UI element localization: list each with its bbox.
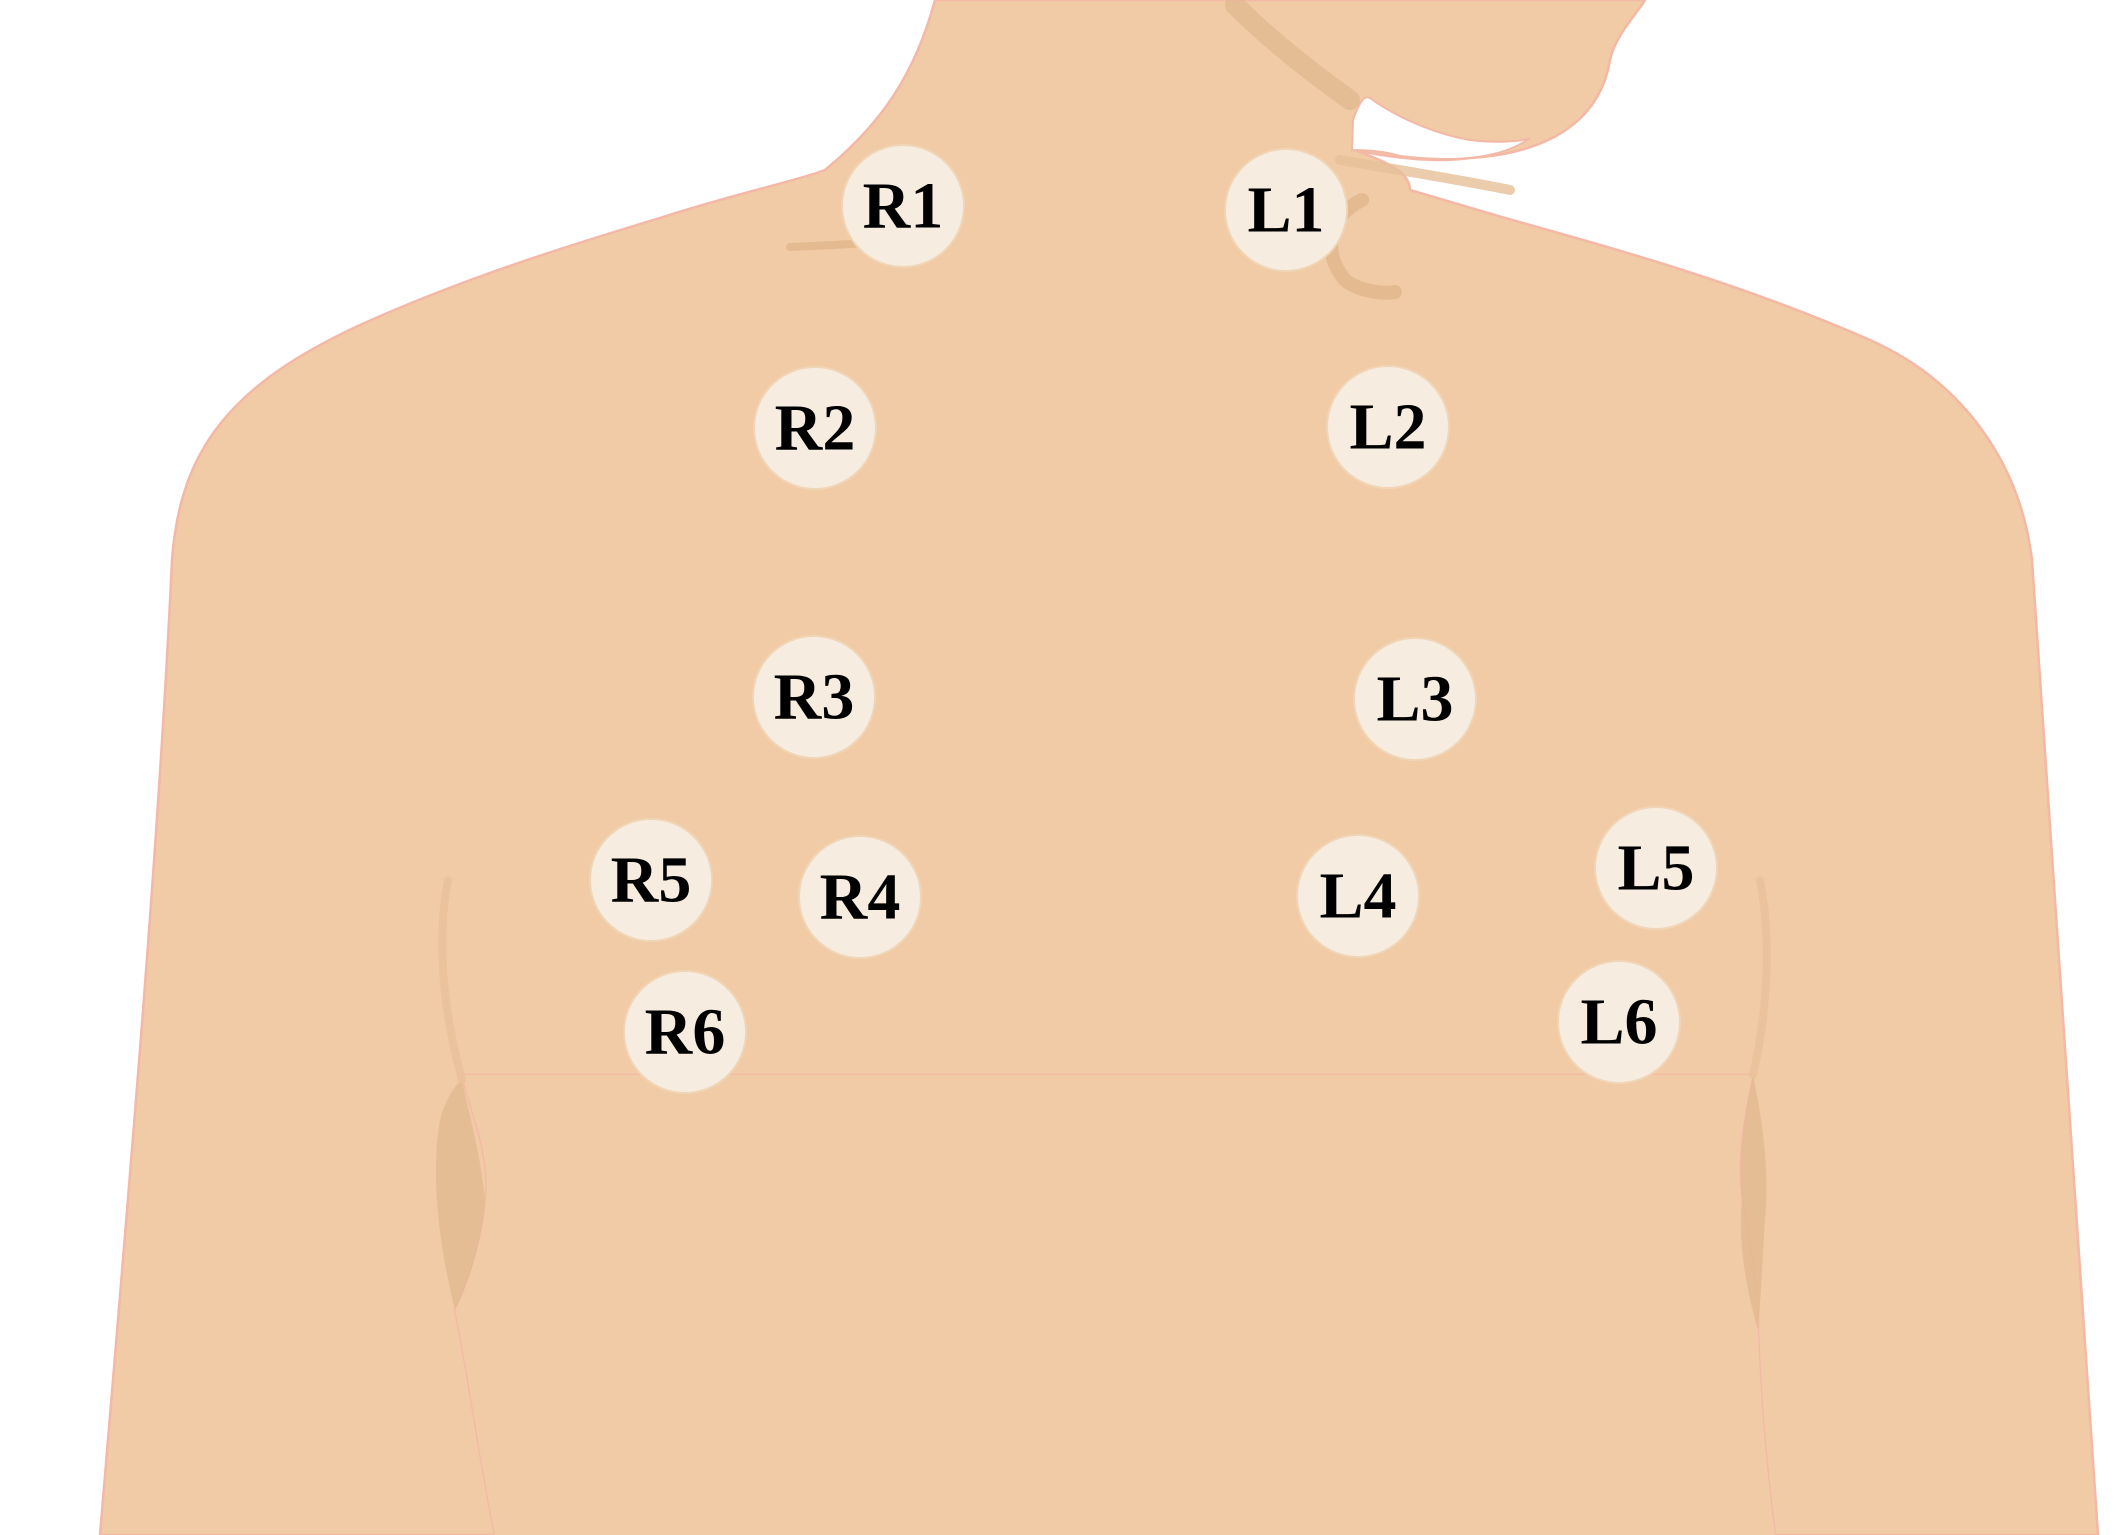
electrode-L2: L2 xyxy=(1326,365,1450,489)
electrode-circle xyxy=(589,818,713,942)
chin-gap xyxy=(1350,96,1531,160)
electrode-label: L4 xyxy=(1319,860,1396,933)
left-armpit-shadow xyxy=(1740,1075,1767,1330)
electrode-circle xyxy=(798,835,922,959)
electrode-circle xyxy=(1326,365,1450,489)
electrode-circle xyxy=(1557,960,1681,1084)
electrode-label: R3 xyxy=(774,661,855,734)
electrode-label: R6 xyxy=(645,996,726,1069)
electrode-R6: R6 xyxy=(623,970,747,1094)
electrode-R2: R2 xyxy=(753,366,877,490)
electrode-circle xyxy=(753,366,877,490)
right-armpit-shadow xyxy=(435,1080,485,1310)
left-side-crease xyxy=(1749,876,1771,1079)
right-side-crease xyxy=(438,876,466,1084)
electrode-label: L6 xyxy=(1580,986,1657,1059)
jaw-shadow xyxy=(1225,0,1360,110)
electrode-circle xyxy=(752,635,876,759)
electrode-circle xyxy=(1224,148,1348,272)
electrode-label: L5 xyxy=(1617,832,1694,905)
electrode-R4: R4 xyxy=(798,835,922,959)
electrode-L4: L4 xyxy=(1296,834,1420,958)
electrode-R3: R3 xyxy=(752,635,876,759)
electrode-label: R1 xyxy=(863,170,944,243)
electrode-label: R2 xyxy=(775,392,856,465)
electrode-R5: R5 xyxy=(589,818,713,942)
electrode-L5: L5 xyxy=(1594,806,1718,930)
electrode-label: L2 xyxy=(1349,391,1426,464)
clavicle-shadow xyxy=(1335,155,1515,195)
electrode-circle xyxy=(1296,834,1420,958)
electrode-circle xyxy=(1594,806,1718,930)
electrode-circle xyxy=(841,144,965,268)
electrode-R1: R1 xyxy=(841,144,965,268)
electrode-L3: L3 xyxy=(1353,637,1477,761)
electrode-circle xyxy=(623,970,747,1094)
electrode-circle xyxy=(1353,637,1477,761)
electrode-label: R4 xyxy=(820,861,901,934)
electrode-L1: L1 xyxy=(1224,148,1348,272)
electrode-label: L1 xyxy=(1247,174,1324,247)
electrode-label: R5 xyxy=(611,844,692,917)
electrode-L6: L6 xyxy=(1557,960,1681,1084)
lower-torso-fill xyxy=(455,1075,1775,1535)
electrode-label: L3 xyxy=(1376,663,1453,736)
